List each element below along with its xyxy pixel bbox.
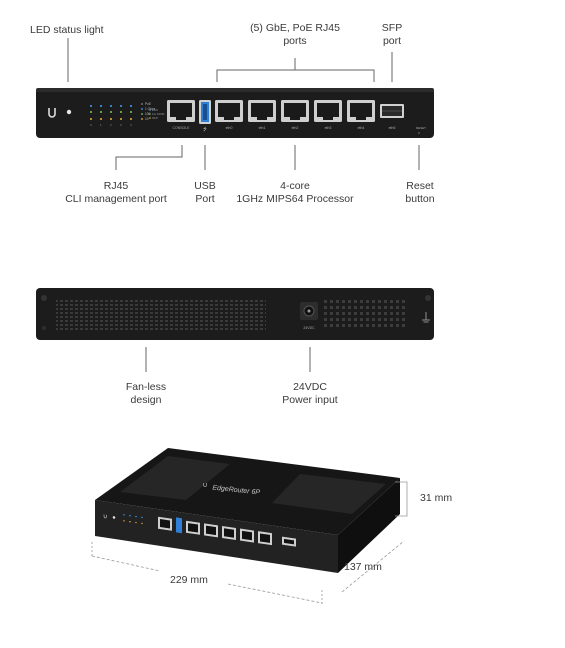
3d-logo-icon: ∪ (103, 513, 107, 521)
callout-fanless: Fan-less design (125, 381, 167, 406)
reset-button[interactable] (417, 131, 421, 135)
dc-power-jack[interactable] (300, 302, 318, 320)
dimension-height: 31 mm (420, 492, 453, 504)
ground-icon (422, 312, 430, 323)
eth-label: eth3 (325, 126, 332, 130)
rear-vent-grille (56, 298, 266, 330)
svg-text:1: 1 (100, 123, 102, 127)
console-rj45-port[interactable] (167, 100, 195, 122)
rear-callout-lines (145, 347, 311, 372)
led-legend-10: 10 (145, 117, 149, 121)
eth-port[interactable] (215, 100, 243, 122)
callout-led-status-light: LED status light (30, 24, 104, 36)
ubiquiti-logo-icon (48, 108, 56, 118)
eth-port-labels: eth0 eth1 eth2 eth3 eth4 (226, 126, 365, 130)
eth-port[interactable] (314, 100, 342, 122)
svg-text:SFP: SFP (152, 116, 158, 120)
led-legend-100: 100 (145, 112, 151, 116)
ubiquiti-top-logo-icon: ∪ (202, 481, 207, 489)
dimension-depth: 137 mm (344, 561, 382, 573)
svg-text:1G 100M: 1G 100M (152, 112, 165, 116)
ethernet-ports (215, 100, 375, 122)
eth-label: eth2 (292, 126, 299, 130)
reset-label: RESET (416, 126, 426, 130)
eth-label: eth0 (226, 126, 233, 130)
led-legend-poe: PoE (145, 102, 151, 106)
callout-usb-port: USB Port (194, 180, 216, 205)
usb-icon: ⭍ (203, 127, 207, 133)
power-jack-label: 24VDC (303, 326, 315, 330)
product-top-label: EdgeRouter 6P (212, 485, 261, 497)
sfp-label: eth5 (389, 126, 396, 130)
svg-text:LAN: LAN (152, 108, 158, 112)
eth-label: eth4 (358, 126, 365, 130)
svg-text:4: 4 (130, 123, 132, 127)
eth-label: eth1 (259, 126, 266, 130)
front-callout-lines (67, 38, 420, 170)
callout-rj45-cli: RJ45 CLI management port (65, 180, 167, 205)
console-label: CONSOLE (172, 126, 190, 130)
led-status-light-icon (66, 109, 72, 115)
callout-reset-button: Reset button (405, 180, 435, 205)
eth-port[interactable] (347, 100, 375, 122)
router-3d-render (95, 448, 400, 573)
dimension-width: 229 mm (170, 574, 208, 586)
rear-vent-grille (322, 298, 407, 330)
sfp-port[interactable] (380, 104, 404, 118)
eth-port[interactable] (281, 100, 309, 122)
svg-text:2: 2 (110, 123, 112, 127)
callout-gbe-poe-ports: (5) GbE, PoE RJ45 ports (250, 22, 340, 47)
led-legend-1gbps: 1 Gbps (145, 107, 156, 111)
callout-processor: 4-core 1GHz MIPS64 Processor (236, 180, 354, 205)
dimension-lines (91, 481, 408, 605)
svg-text:3: 3 (120, 123, 122, 127)
3d-front-details: ∪ (103, 513, 296, 547)
eth-port[interactable] (248, 100, 276, 122)
usb-port[interactable] (199, 100, 211, 124)
callout-sfp-port: SFP port (381, 22, 403, 47)
svg-text:0: 0 (90, 123, 92, 127)
callout-power-input: 24VDC Power input (282, 381, 338, 406)
port-led-grid: 0 1 2 3 4 (90, 105, 132, 127)
